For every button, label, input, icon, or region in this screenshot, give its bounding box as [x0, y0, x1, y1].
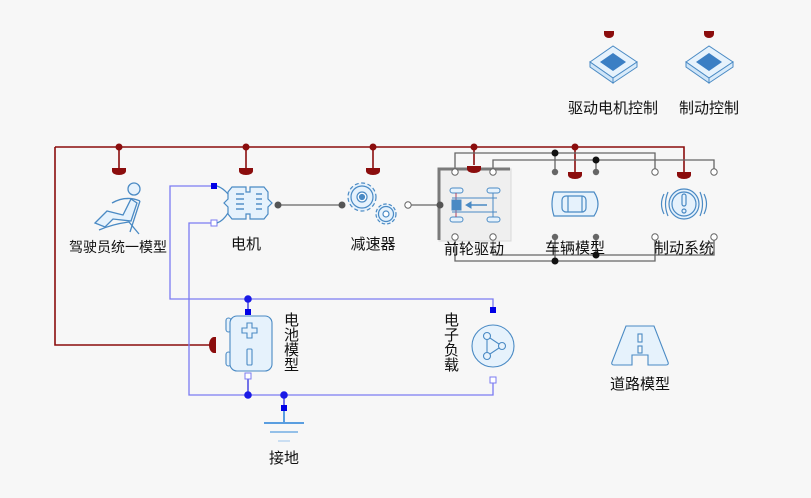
brake-port[interactable] [651, 233, 659, 241]
control-bus-main-wire[interactable] [55, 146, 685, 172]
road-model-label: 道路模型 [609, 375, 671, 393]
brake-port[interactable] [651, 168, 659, 176]
car-icon [551, 191, 599, 217]
ground-icon [264, 411, 304, 442]
junction-dot [551, 257, 559, 265]
control-port[interactable] [677, 172, 691, 179]
brake-system-label: 制动系统 [653, 239, 715, 257]
drive-port[interactable] [451, 168, 459, 176]
control-port[interactable] [112, 168, 126, 175]
electric-junctions [244, 295, 288, 399]
front-drive-block[interactable] [436, 166, 512, 242]
drive-port[interactable] [451, 233, 459, 241]
motor-negative-pin[interactable] [210, 219, 218, 227]
vehicle-model-label: 车辆模型 [544, 239, 606, 257]
drive-motor-control-block[interactable] [589, 31, 638, 84]
motor-positive-wire[interactable] [169, 185, 494, 309]
junction-dot [470, 143, 478, 151]
driver-seat-icon [93, 182, 141, 235]
reducer-output-port[interactable] [404, 201, 412, 209]
motor-negative-wire[interactable] [188, 222, 494, 396]
battery-icon [225, 315, 273, 372]
vehicle-port[interactable] [592, 233, 600, 241]
drive-input-port[interactable] [436, 201, 444, 209]
control-port[interactable] [209, 337, 216, 353]
load-positive-pin[interactable] [490, 307, 496, 313]
load-triangle-icon [471, 324, 515, 368]
control-port[interactable] [604, 31, 614, 38]
road-icon [611, 325, 669, 366]
ground-pin[interactable] [281, 405, 287, 411]
road-model-block[interactable] [611, 325, 669, 366]
control-port[interactable] [568, 172, 582, 179]
front-drive-label: 前轮驱动 [443, 240, 505, 258]
gears-icon [347, 182, 397, 225]
controller-chip-icon [685, 45, 734, 84]
junction-dot [592, 156, 600, 164]
junction-dot [280, 391, 288, 399]
drive-brake-top-wire-2[interactable] [492, 159, 715, 172]
load-negative-pin[interactable] [489, 376, 497, 384]
control-port[interactable] [239, 168, 253, 175]
reducer-block[interactable] [338, 168, 412, 225]
brake-system-block[interactable] [651, 168, 718, 241]
electronic-load-label: 电子负载 [442, 312, 460, 372]
junction-dot [115, 143, 123, 151]
vehicle-model-block[interactable] [551, 168, 600, 241]
reducer-label: 减速器 [350, 235, 396, 253]
junction-dot [244, 295, 252, 303]
reducer-input-port[interactable] [338, 201, 346, 209]
junction-dot [242, 143, 250, 151]
junction-dot [592, 251, 600, 259]
selection-edge [437, 167, 510, 240]
control-port[interactable] [704, 31, 714, 38]
drive-brake-bottom-wire-2[interactable] [492, 237, 715, 256]
controller-chip-icon [589, 45, 638, 84]
brake-warning-icon [660, 188, 708, 220]
electronic-load-block[interactable] [471, 307, 515, 384]
brake-control-label: 制动控制 [678, 99, 740, 117]
battery-negative-pin[interactable] [244, 372, 252, 380]
motor-positive-pin[interactable] [211, 183, 217, 189]
motor-label: 电机 [230, 235, 262, 253]
drive-port[interactable] [489, 233, 497, 241]
junction-dot [369, 143, 377, 151]
battery-positive-pin[interactable] [245, 309, 251, 315]
junction-dot [551, 149, 559, 157]
motor-shaft-port[interactable] [274, 201, 282, 209]
motor-icon [216, 185, 273, 224]
driver-model-label: 驾驶员统一模型 [69, 240, 167, 256]
electric-wires [169, 185, 494, 396]
front-wheel-drive-icon [449, 187, 501, 223]
control-bus-battery-wire[interactable] [54, 147, 212, 346]
motor-block[interactable] [210, 168, 282, 227]
junction-dot [571, 143, 579, 151]
junction-dot [244, 391, 252, 399]
brake-control-block[interactable] [685, 31, 734, 84]
vehicle-port[interactable] [551, 168, 559, 176]
ground-block[interactable] [264, 405, 304, 442]
control-port[interactable] [366, 168, 380, 175]
vehicle-port[interactable] [592, 168, 600, 176]
mechanical-junctions [551, 149, 600, 265]
battery-model-label: 电池模型 [282, 312, 300, 372]
brake-port[interactable] [710, 168, 718, 176]
driver-model-block[interactable] [93, 168, 141, 235]
vehicle-port[interactable] [551, 233, 559, 241]
brake-port[interactable] [710, 233, 718, 241]
drive-motor-control-label: 驱动电机控制 [567, 99, 659, 117]
battery-model-block[interactable] [209, 309, 273, 380]
control-port[interactable] [467, 166, 481, 173]
drive-port[interactable] [489, 168, 497, 176]
control-bus-junctions [115, 143, 579, 151]
ground-label: 接地 [268, 449, 300, 467]
